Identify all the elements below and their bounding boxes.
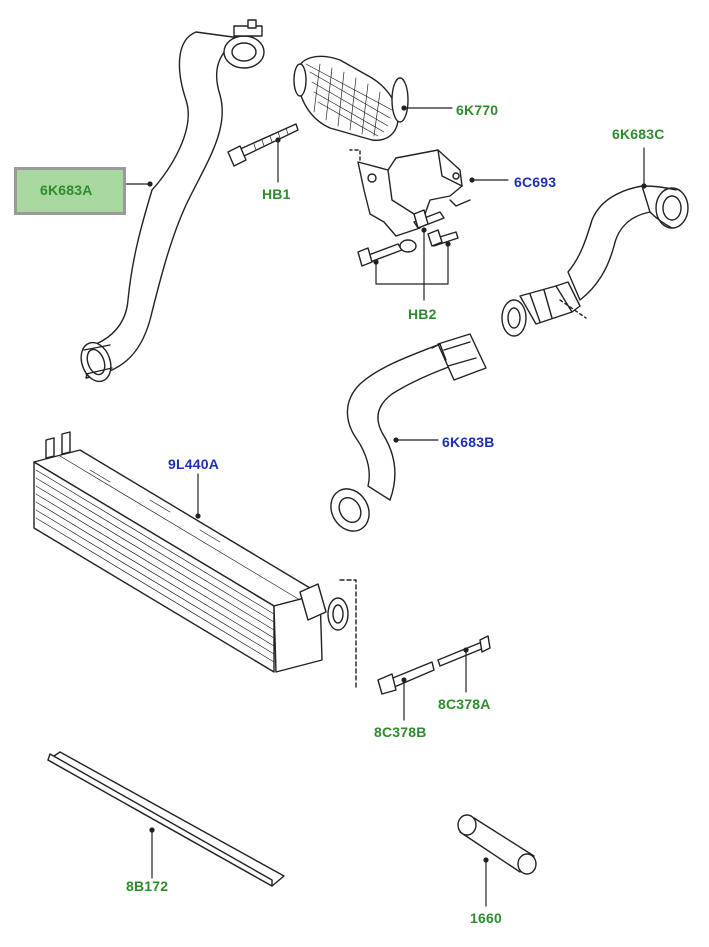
hose-6k683a[interactable] <box>76 19 265 386</box>
label-1660[interactable]: 1660 <box>470 910 502 926</box>
label-8b172[interactable]: 8B172 <box>126 878 169 894</box>
label-hb1[interactable]: HB1 <box>262 186 291 202</box>
label-6c693[interactable]: 6C693 <box>514 174 557 190</box>
foam-strip-8b172[interactable] <box>47 751 285 887</box>
label-6k683b[interactable]: 6K683B <box>442 434 495 450</box>
selected-part-highlight <box>14 167 126 215</box>
label-6k770[interactable]: 6K770 <box>456 102 499 118</box>
hose-6k683b[interactable] <box>323 333 487 538</box>
label-9l440a[interactable]: 9L440A <box>168 456 220 472</box>
pin-8c378a[interactable] <box>437 635 491 667</box>
label-hb2[interactable]: HB2 <box>408 306 437 322</box>
bracket-6c693[interactable] <box>349 149 471 237</box>
label-8c378a[interactable]: 8C378A <box>438 696 491 712</box>
housing-6k770[interactable] <box>293 55 409 141</box>
label-8c378b[interactable]: 8C378B <box>374 724 427 740</box>
label-6k683a[interactable]: 6K683A <box>40 182 93 198</box>
hose-6k683c[interactable] <box>501 185 689 337</box>
intercooler-9l440a[interactable] <box>33 431 357 691</box>
pin-8c378b[interactable] <box>377 661 435 695</box>
bolts-hb2[interactable] <box>357 209 459 267</box>
label-6k683c[interactable]: 6K683C <box>612 126 665 142</box>
leader-lines <box>102 105 647 907</box>
bolt-hb1[interactable] <box>227 123 299 167</box>
sleeve-1660[interactable] <box>457 814 537 875</box>
